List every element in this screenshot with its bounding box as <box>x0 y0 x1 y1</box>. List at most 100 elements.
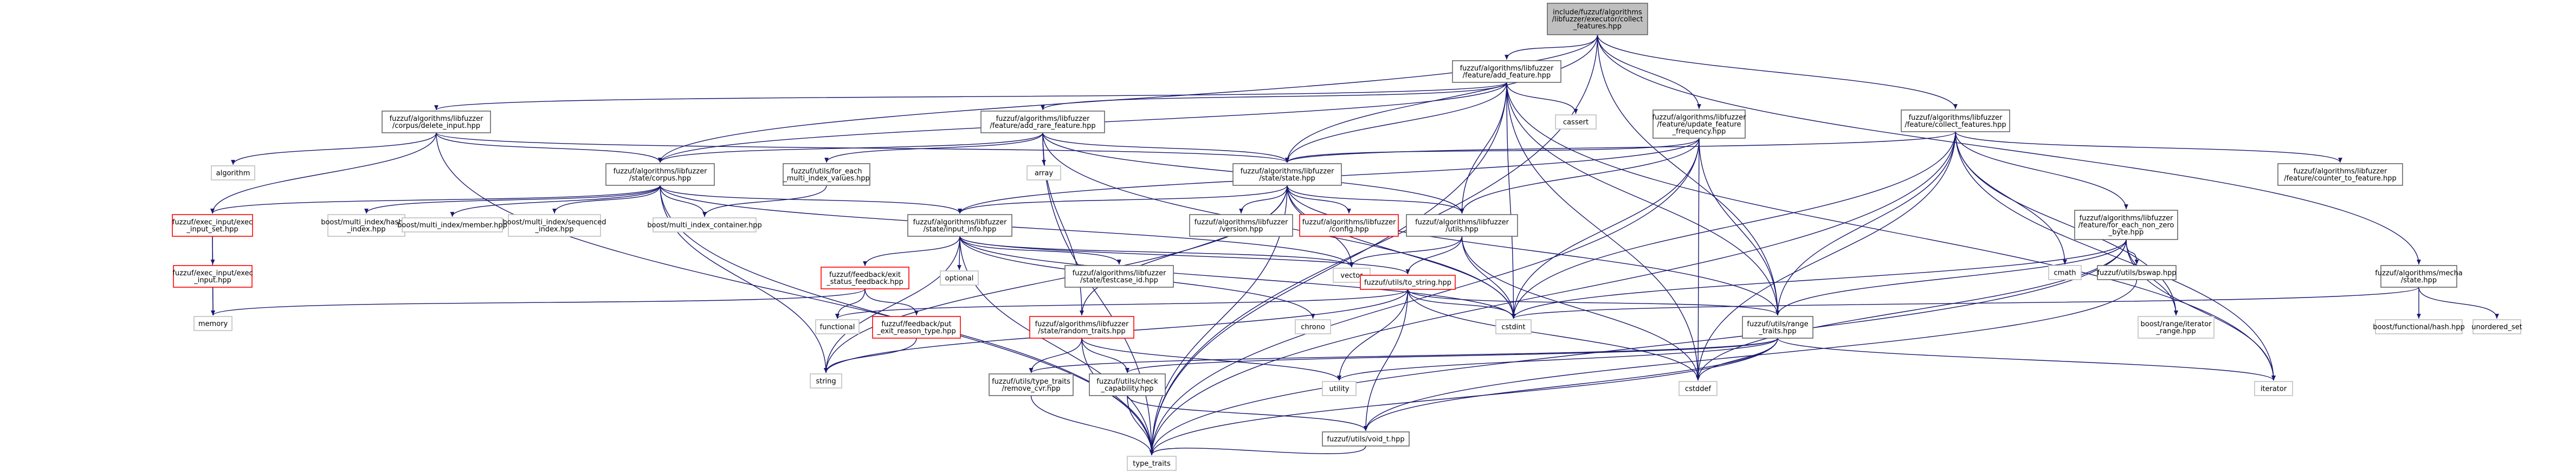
node-box-functional <box>815 319 860 334</box>
node-bmi_hashed[interactable]: boost/multi_index/hashed_index.hpp <box>321 214 412 237</box>
nodes-layer: include/fuzzuf/algorithms/libfuzzer/exec… <box>172 3 2522 471</box>
node-boost_iterator_range[interactable]: boost/range/iterator_range.hpp <box>2138 316 2215 339</box>
node-for_each_multi[interactable]: fuzzuf/utils/for_each_multi_index_values… <box>783 163 870 186</box>
node-algorithm[interactable]: algorithm <box>211 165 255 180</box>
node-functional[interactable]: functional <box>815 319 860 334</box>
node-check_capability[interactable]: fuzzuf/utils/check_capability.hpp <box>1089 373 1166 396</box>
node-utility[interactable]: utility <box>1322 381 1357 396</box>
edge-add_feature-to-type_traits <box>1150 82 1507 456</box>
node-array[interactable]: array <box>1026 165 1061 180</box>
node-to_string[interactable]: fuzzuf/utils/to_string.hpp <box>1360 275 1456 290</box>
node-label-bswap-0: fuzzuf/utils/bswap.hpp <box>2097 269 2176 277</box>
node-box-delete_input <box>382 111 491 133</box>
edge-state_state-to-libfuzzer_utils <box>1287 185 1464 214</box>
node-bmi_sequenced[interactable]: boost/multi_index/sequenced_index.hpp <box>503 214 606 237</box>
node-cstddef[interactable]: cstddef <box>1678 381 1718 396</box>
edge-root-to-add_feature <box>1505 34 1598 60</box>
node-exec_input_set[interactable]: fuzzuf/exec_input/exec_input_set.hpp <box>172 214 253 237</box>
node-void_t[interactable]: fuzzuf/utils/void_t.hpp <box>1322 431 1410 447</box>
node-bswap[interactable]: fuzzuf/utils/bswap.hpp <box>2097 265 2177 280</box>
edge-check_capability-to-void_t <box>1127 395 1368 431</box>
node-state_state[interactable]: fuzzuf/algorithms/libfuzzer/state/state.… <box>1232 163 1342 186</box>
node-box-bmi_member <box>402 217 503 232</box>
edge-input_info-to-testcase_id <box>959 236 1121 265</box>
node-box-testcase_id <box>1064 265 1174 288</box>
edge-state_state-to-config <box>1287 185 1351 214</box>
node-label-state_state-0: fuzzuf/algorithms/libfuzzer <box>1241 167 1334 176</box>
node-iterator[interactable]: iterator <box>2254 381 2293 396</box>
node-input_info[interactable]: fuzzuf/algorithms/libfuzzer/state/input_… <box>907 214 1012 237</box>
edge-libfuzzer_utils-to-cstddef <box>1461 236 1700 381</box>
node-add_rare_feature[interactable]: fuzzuf/algorithms/libfuzzer/feature/add_… <box>980 111 1105 133</box>
edge-state_corpus-to-string <box>660 185 828 373</box>
node-box-version <box>1189 214 1293 237</box>
node-label-range_traits-0: fuzzuf/utils/range <box>1747 320 1808 328</box>
node-cmath[interactable]: cmath <box>2048 265 2082 280</box>
node-range_traits[interactable]: fuzzuf/utils/range_traits.hpp <box>1742 316 1813 339</box>
node-box-range_traits <box>1742 316 1813 339</box>
node-box-remove_cvr <box>989 373 1074 396</box>
node-exit_reason_type[interactable]: fuzzuf/feedback/put_exit_reason_type.hpp <box>872 316 961 339</box>
node-bmi_member[interactable]: boost/multi_index/member.hpp <box>397 217 507 232</box>
node-label-state_corpus-1: /state/corpus.hpp <box>629 174 691 183</box>
node-boost_hash[interactable]: boost/functional/hash.hpp <box>2373 319 2465 334</box>
edge-random_traits-to-type_traits <box>1081 338 1154 456</box>
node-label-range_traits-1: _traits.hpp <box>1758 327 1796 335</box>
edge-update_feature_freq-to-cstdint <box>1511 138 1700 319</box>
edge-state_corpus-to-input_info <box>660 185 962 214</box>
edge-add_rare_feature-to-state_state <box>1042 132 1289 163</box>
node-box-add_rare_feature <box>980 111 1105 133</box>
node-label-add_rare_feature-0: fuzzuf/algorithms/libfuzzer <box>996 115 1090 123</box>
node-random_traits[interactable]: fuzzuf/algorithms/libfuzzer/state/random… <box>1029 316 1134 339</box>
node-testcase_id[interactable]: fuzzuf/algorithms/libfuzzer/state/testca… <box>1064 265 1174 288</box>
node-cassert[interactable]: cassert <box>1555 114 1597 130</box>
node-label-input_info-1: /state/input_info.hpp <box>924 225 997 234</box>
edge-add_rare_feature-to-for_each_multi <box>824 132 1043 163</box>
edge-exec_input-to-memory <box>211 287 215 316</box>
edge-mecha_state-to-cstdint <box>1511 287 2419 319</box>
node-counter_to_feature[interactable]: fuzzuf/algorithms/libfuzzer/feature/coun… <box>2277 163 2403 186</box>
node-label-update_feature_freq-0: fuzzuf/algorithms/libfuzzer <box>1652 114 1746 122</box>
node-label-add_rare_feature-1: /feature/add_rare_feature.hpp <box>990 122 1095 130</box>
node-remove_cvr[interactable]: fuzzuf/utils/type_traits/remove_cvr.hpp <box>989 373 1074 396</box>
edge-collect_features-to-for_each_non_zero <box>1955 131 2128 210</box>
edge-state_corpus-to-bmi_member <box>450 185 661 217</box>
node-cstdint[interactable]: cstdint <box>1495 319 1532 334</box>
node-version[interactable]: fuzzuf/algorithms/libfuzzer/version.hpp <box>1189 214 1293 237</box>
node-label-for_each_multi-0: fuzzuf/utils/for_each <box>791 167 862 176</box>
edge-collect_features-to-cstdint <box>1511 131 1956 319</box>
edge-to_string-to-cstdint <box>1407 289 1516 319</box>
edge-random_traits-to-check_capability <box>1081 338 1129 373</box>
node-config[interactable]: fuzzuf/algorithms/libfuzzer/config.hpp <box>1299 214 1399 237</box>
node-mecha_state[interactable]: fuzzuf/algorithms/mecha/state.hpp <box>2375 265 2463 288</box>
node-exec_input[interactable]: fuzzuf/exec_input/exec_input.hpp <box>172 265 253 288</box>
node-root[interactable]: include/fuzzuf/algorithms/libfuzzer/exec… <box>1547 3 1648 35</box>
edge-for_each_non_zero-to-iterator <box>2126 239 2276 381</box>
node-label-bmi_hashed-0: boost/multi_index/hashed <box>321 218 412 227</box>
node-delete_input[interactable]: fuzzuf/algorithms/libfuzzer/corpus/delet… <box>382 111 491 133</box>
node-add_feature[interactable]: fuzzuf/algorithms/libfuzzer/feature/add_… <box>1452 60 1561 83</box>
node-unordered_set[interactable]: unordered_set <box>2471 319 2522 334</box>
node-optional[interactable]: optional <box>940 270 979 286</box>
node-label-testcase_id-0: fuzzuf/algorithms/libfuzzer <box>1073 269 1166 277</box>
node-update_feature_freq[interactable]: fuzzuf/algorithms/libfuzzer/feature/upda… <box>1652 109 1746 139</box>
node-type_traits[interactable]: type_traits <box>1127 456 1177 471</box>
edge-collect_features-to-state_state <box>1285 131 1956 163</box>
node-box-update_feature_freq <box>1652 109 1746 139</box>
node-string[interactable]: string <box>810 373 842 389</box>
node-exit_status_feedback[interactable]: fuzzuf/feedback/exit_status_feedback.hpp <box>821 267 909 289</box>
node-for_each_non_zero[interactable]: fuzzuf/algorithms/libfuzzer/feature/for_… <box>2074 210 2178 240</box>
node-label-config-0: fuzzuf/algorithms/libfuzzer <box>1302 218 1396 227</box>
edge-to_string-to-cstddef <box>1407 289 1700 381</box>
edge-root-to-range_traits <box>1597 34 1780 316</box>
node-bmi_container[interactable]: boost/multi_index_container.hpp <box>647 217 762 232</box>
node-chrono[interactable]: chrono <box>1295 319 1331 334</box>
node-memory[interactable]: memory <box>193 316 233 331</box>
edge-range_traits-to-remove_cvr <box>1029 338 1778 373</box>
node-label-version-1: /version.hpp <box>1219 225 1263 234</box>
node-state_corpus[interactable]: fuzzuf/algorithms/libfuzzer/state/corpus… <box>605 163 715 186</box>
edges-layer <box>210 34 2499 456</box>
edge-range_traits-to-iterator <box>1777 338 2276 381</box>
node-collect_features[interactable]: fuzzuf/algorithms/libfuzzer/feature/coll… <box>1901 109 2010 132</box>
node-libfuzzer_utils[interactable]: fuzzuf/algorithms/libfuzzer/utils.hpp <box>1406 214 1518 237</box>
